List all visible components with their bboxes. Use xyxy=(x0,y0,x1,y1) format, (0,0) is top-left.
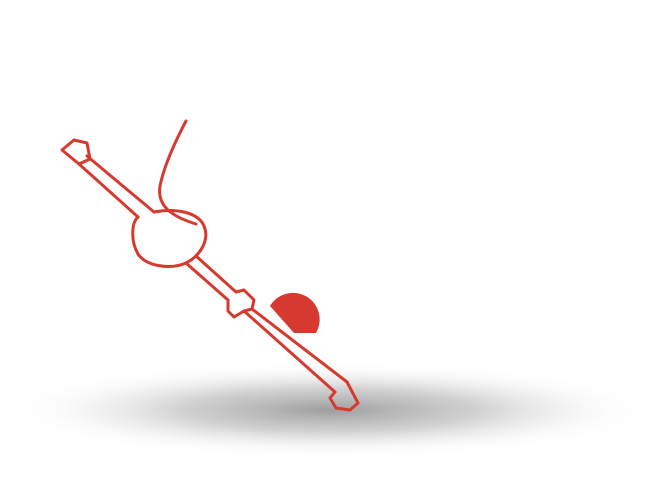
lower-bone-end-cap xyxy=(328,380,360,412)
curved-stroke xyxy=(158,119,198,226)
upper-bone-shaft xyxy=(77,154,156,219)
lower-bone-shaft-lower xyxy=(242,307,349,394)
half-disc-marker xyxy=(270,292,320,333)
lower-bone-shaft-upper xyxy=(184,254,238,302)
ball-joint xyxy=(131,209,208,268)
upper-bone-end-cap xyxy=(60,138,92,166)
middle-knob xyxy=(226,288,256,319)
ground-shadow xyxy=(0,362,657,458)
